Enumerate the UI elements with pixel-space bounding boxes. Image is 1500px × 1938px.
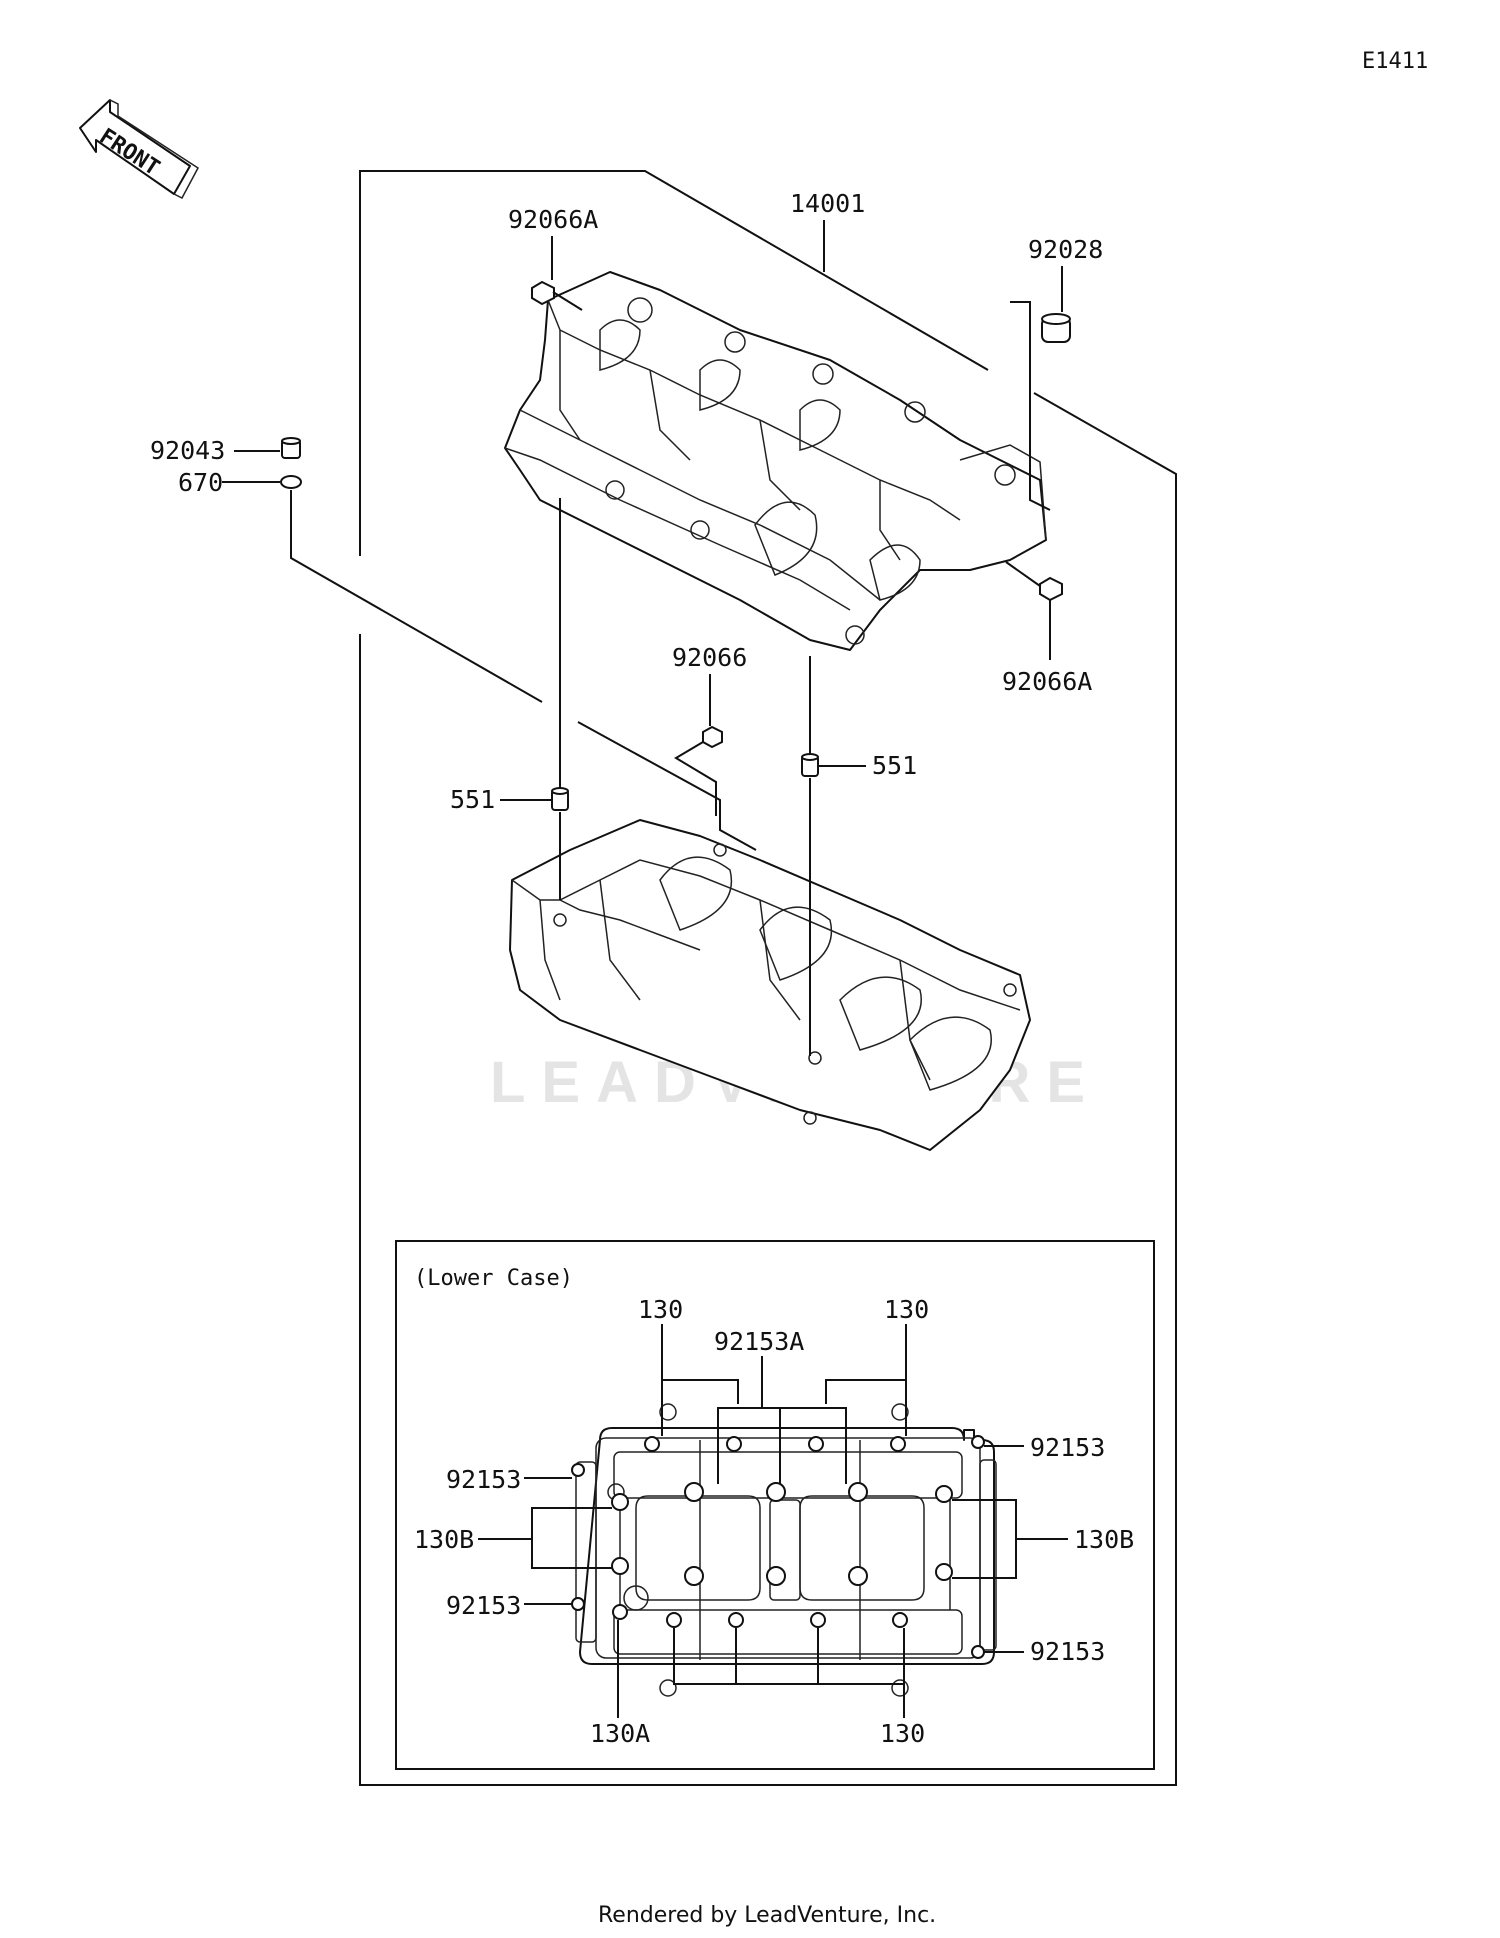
lower-case-bottom-view: [575, 1403, 997, 1697]
callout-92066A-top: 92066A: [508, 205, 598, 234]
dowel-551-left: [551, 787, 569, 811]
front-arrow-icon: FRONT: [79, 99, 199, 199]
callout-92066A-right: 92066A: [1002, 667, 1092, 696]
callout-92028: 92028: [1028, 235, 1103, 264]
callout-92153-left-top: 92153: [446, 1465, 521, 1494]
plug-92066A-right: [1039, 576, 1063, 602]
callout-14001: 14001: [790, 189, 865, 218]
callout-92066: 92066: [672, 643, 747, 672]
callout-551-right: 551: [872, 751, 917, 780]
callout-130-bottom: 130: [880, 1719, 925, 1748]
footer-credit: Rendered by LeadVenture, Inc.: [598, 1903, 936, 1928]
dowel-551-right: [801, 753, 819, 777]
callout-130-top-right: 130: [884, 1295, 929, 1324]
upper-crankcase: [504, 271, 1047, 651]
bolt-130A: [612, 1604, 628, 1620]
bolts-130-bottom: [666, 1612, 908, 1628]
callout-670: 670: [178, 468, 223, 497]
main-frame: [359, 170, 989, 556]
bolts-130B: [611, 1485, 953, 1581]
collar-92028: [1041, 313, 1071, 343]
callout-92153-left-bottom: 92153: [446, 1591, 521, 1620]
bolts-130-top: [644, 1436, 906, 1452]
bolts-92153: [571, 1435, 985, 1659]
lower-case-inset-frame: [395, 1240, 1155, 1770]
callout-92043: 92043: [150, 436, 225, 465]
lower-crankcase: [509, 819, 1031, 1151]
bolts-92153A: [684, 1482, 868, 1586]
callout-130-top-left: 130: [638, 1295, 683, 1324]
plug-92066A-top: [531, 280, 583, 311]
callout-92153-right-top: 92153: [1030, 1433, 1105, 1462]
callout-92153A: 92153A: [714, 1327, 804, 1356]
diagram-code: E1411: [1362, 49, 1428, 74]
pin-92043: [281, 437, 301, 459]
callout-130A: 130A: [590, 1719, 650, 1748]
callout-130B-right: 130B: [1074, 1525, 1134, 1554]
inset-title: (Lower Case): [414, 1266, 573, 1291]
o-ring-670: [280, 475, 302, 489]
plug-92066: [702, 725, 723, 749]
callout-92153-right-bottom: 92153: [1030, 1637, 1105, 1666]
callout-551-left: 551: [450, 785, 495, 814]
callout-130B-left: 130B: [414, 1525, 474, 1554]
